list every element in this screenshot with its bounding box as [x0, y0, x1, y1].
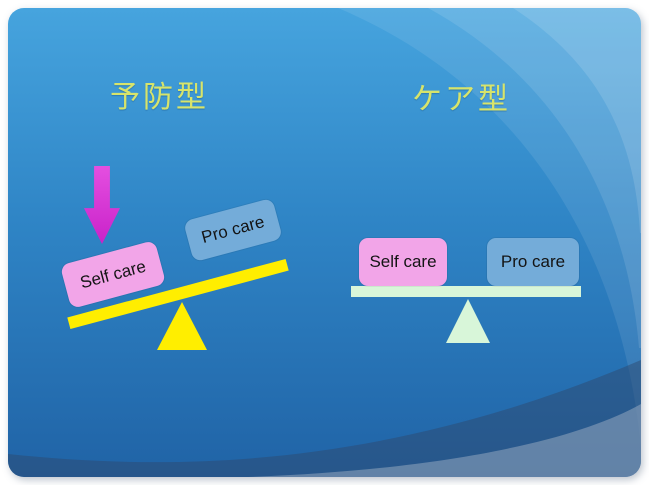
presentation-slide: 予防型 ケア型 Self care Pro care Self care Pro…: [8, 8, 641, 477]
right-pro-care-box: Pro care: [487, 238, 579, 286]
slide-background-decoration: [8, 8, 641, 477]
left-section-title: 予防型: [110, 81, 209, 114]
right-self-care-box: Self care: [359, 238, 447, 286]
right-seesaw-bar: [351, 286, 581, 297]
right-section-title: ケア型: [412, 83, 511, 116]
